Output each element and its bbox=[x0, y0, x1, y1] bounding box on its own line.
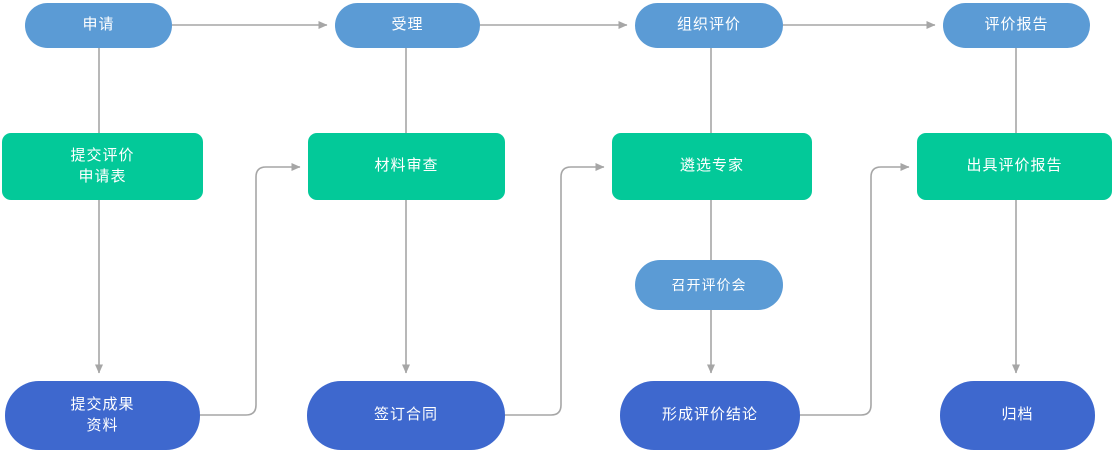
node-output-xingchengpingjiajielun[interactable]: 形成评价结论 bbox=[620, 381, 800, 450]
node-meeting-zhaokaipingjiahui[interactable]: 召开评价会 bbox=[635, 260, 783, 310]
edge-output1-to-task2 bbox=[200, 163, 301, 416]
node-label: 受理 bbox=[391, 16, 424, 34]
node-output-tijiaochengguoziliao[interactable]: 提交成果 资料 bbox=[5, 381, 200, 450]
node-label: 申请 bbox=[82, 16, 115, 34]
node-label: 材料审查 bbox=[374, 157, 439, 175]
node-output-guidang[interactable]: 归档 bbox=[940, 381, 1095, 450]
node-stage-pingjiabaogao[interactable]: 评价报告 bbox=[943, 3, 1090, 48]
edge-output3-to-task4 bbox=[800, 163, 910, 416]
node-task-tijiaopingjiashenqingbiao[interactable]: 提交评价 申请表 bbox=[2, 133, 203, 200]
edge-output2-to-task3 bbox=[505, 163, 605, 416]
node-stage-shenqing[interactable]: 申请 bbox=[25, 3, 172, 48]
node-label: 签订合同 bbox=[373, 406, 438, 424]
node-label: 归档 bbox=[1001, 406, 1034, 424]
node-label: 形成评价结论 bbox=[661, 406, 758, 424]
node-label: 提交评价 申请表 bbox=[70, 147, 135, 185]
node-output-qiandinghetong[interactable]: 签订合同 bbox=[307, 381, 505, 450]
node-label: 召开评价会 bbox=[671, 276, 747, 293]
node-label: 遴选专家 bbox=[679, 157, 744, 175]
node-task-cailiaoshencha[interactable]: 材料审查 bbox=[308, 133, 505, 200]
node-task-xuanxuanzhuanjia[interactable]: 遴选专家 bbox=[612, 133, 812, 200]
node-label: 出具评价报告 bbox=[966, 157, 1063, 175]
node-stage-shouli[interactable]: 受理 bbox=[335, 3, 480, 48]
node-task-chujupingjiabaogao[interactable]: 出具评价报告 bbox=[917, 133, 1112, 200]
node-label: 评价报告 bbox=[984, 16, 1049, 34]
node-label: 提交成果 资料 bbox=[70, 396, 135, 434]
node-stage-zuzhipingjia[interactable]: 组织评价 bbox=[635, 3, 783, 48]
node-label: 组织评价 bbox=[676, 16, 741, 34]
